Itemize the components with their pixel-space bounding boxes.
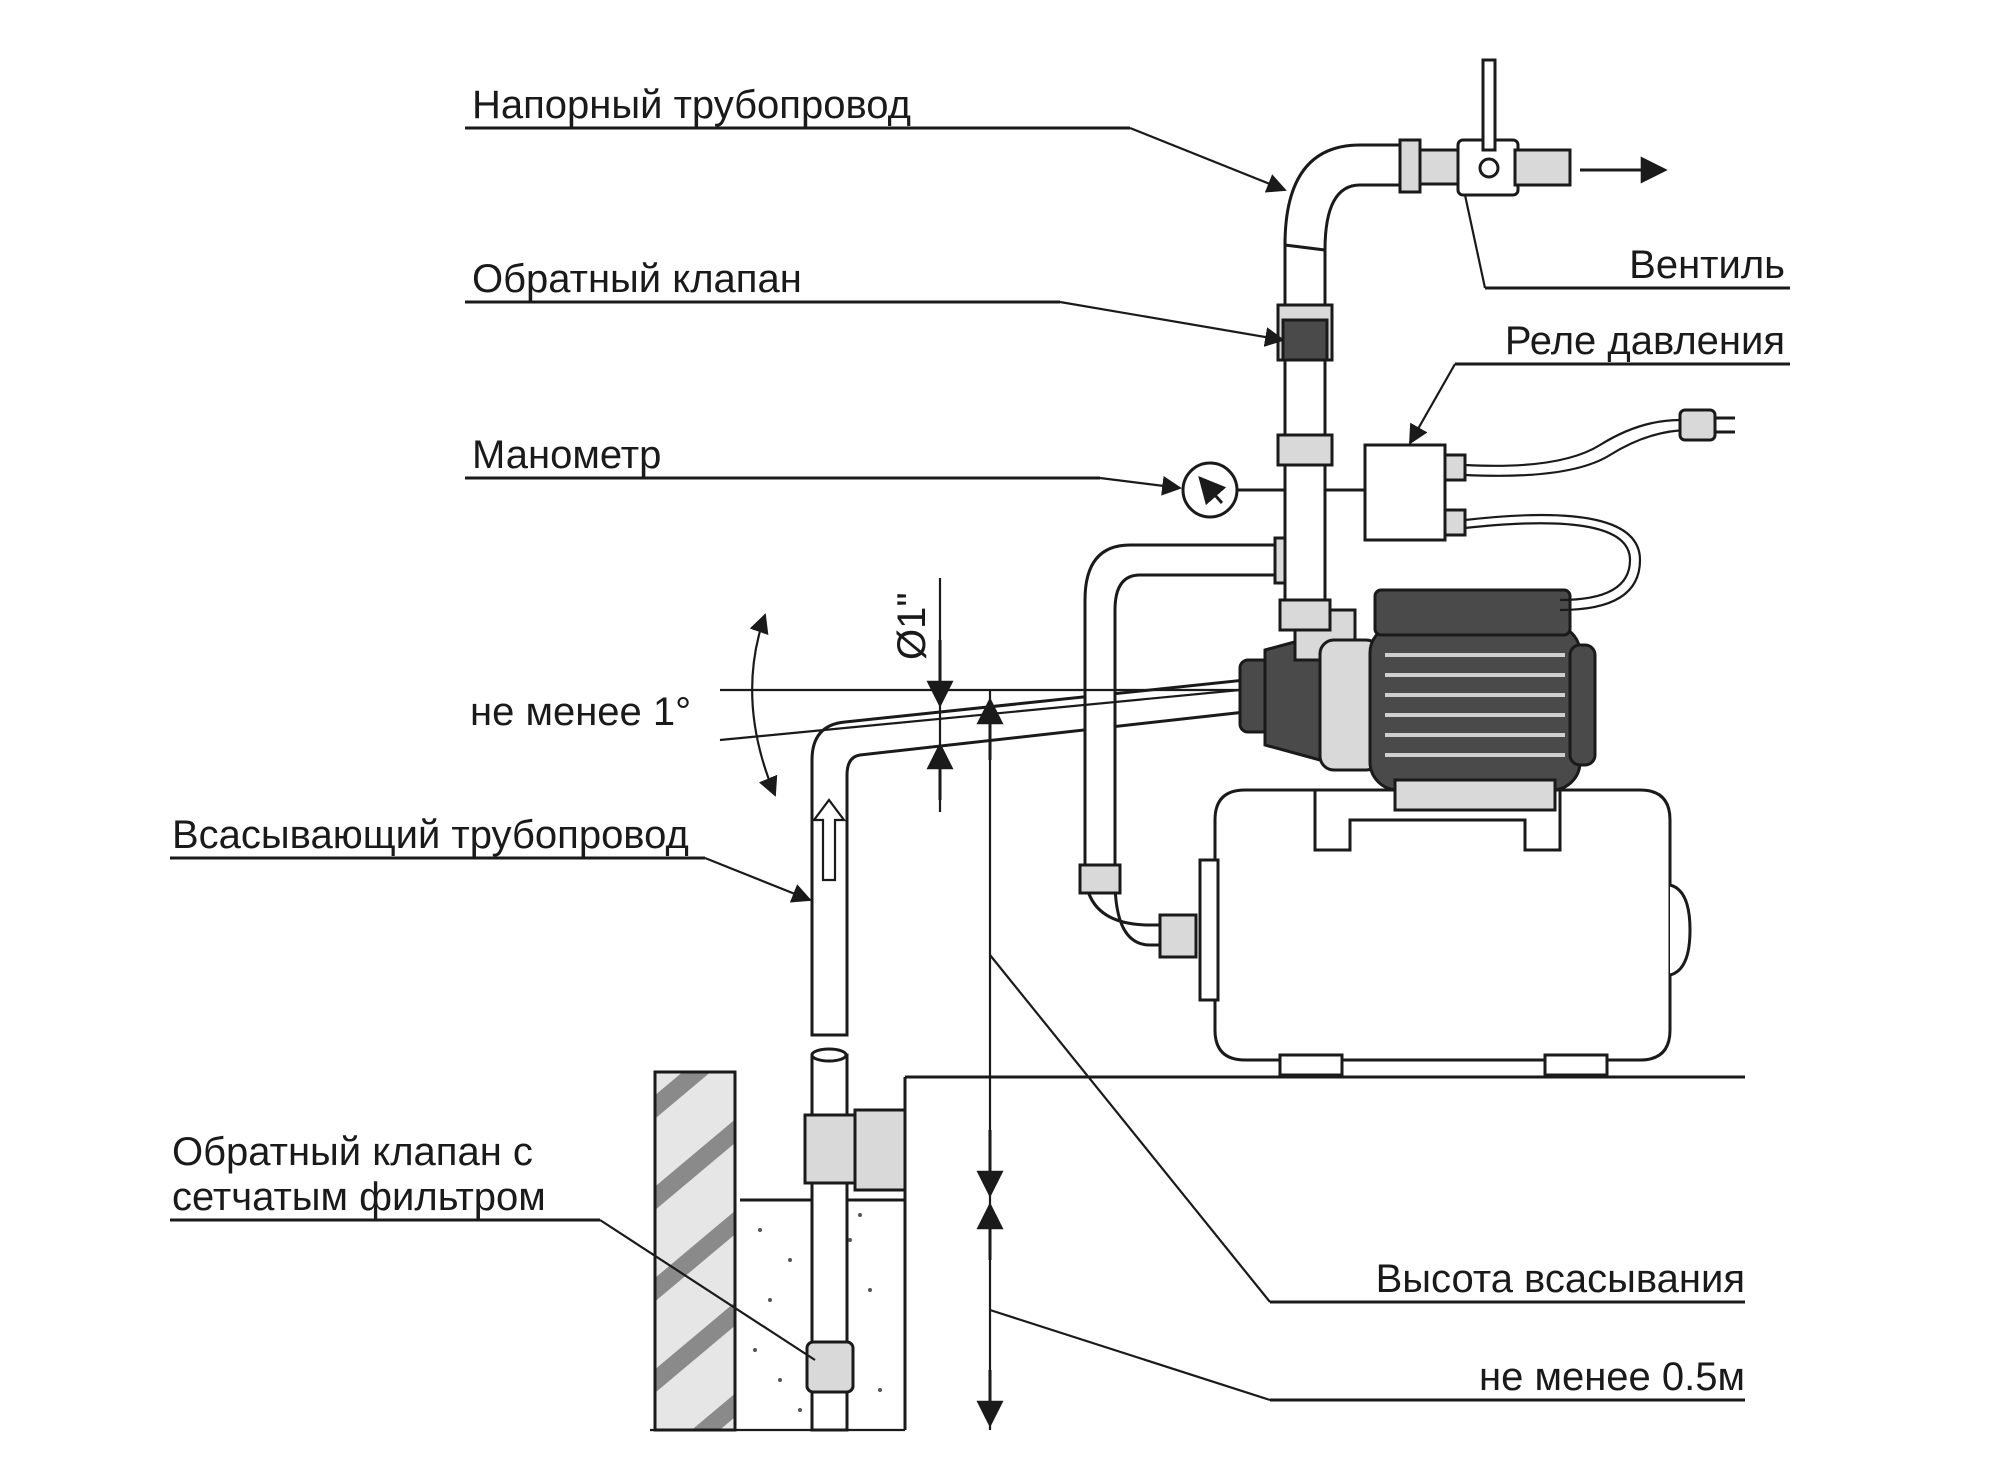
label-manometer: Манометр	[472, 433, 661, 477]
check-valve	[1281, 318, 1329, 362]
label-diameter: Ø1"	[890, 592, 934, 660]
label-suction-height: Высота всасывания	[1376, 1257, 1745, 1301]
label-check-valve: Обратный клапан	[472, 257, 802, 301]
label-suction-pipe: Всасывающий трубопровод	[172, 813, 689, 857]
foot-valve	[805, 1340, 855, 1394]
label-min-depth: не менее 0.5м	[1479, 1355, 1745, 1399]
pressure-tank	[1198, 788, 1692, 1077]
label-foot-valve-line2: сетчатым фильтром	[172, 1175, 546, 1219]
well-wall	[653, 1070, 737, 1432]
label-valve: Вентиль	[1629, 243, 1785, 287]
discharge-pipe	[1276, 138, 1460, 632]
pressure-switch	[1325, 408, 1735, 612]
label-foot-valve-line1: Обратный клапан с	[172, 1130, 533, 1174]
label-pressure-switch: Реле давления	[1505, 319, 1785, 363]
suction-pipe-upper	[810, 678, 1247, 1037]
valve-icon	[1456, 58, 1572, 197]
manometer-icon	[1181, 461, 1285, 519]
leader-lines	[170, 126, 1790, 1402]
label-discharge-pipe: Напорный трубопровод	[472, 83, 911, 127]
label-min-slope: не менее 1°	[470, 690, 691, 734]
